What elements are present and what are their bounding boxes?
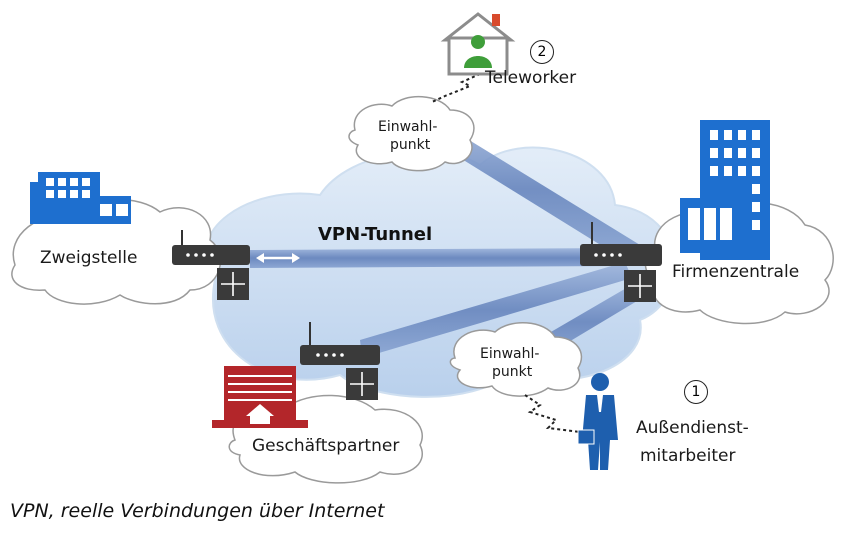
hq-label: Firmenzentrale: [672, 262, 800, 282]
router-icon-hq: [580, 222, 662, 302]
dialin-bottom-label-line1: Einwahl-: [480, 346, 540, 362]
tunnel-partner-hq: [360, 262, 632, 358]
dialin-top-label-line2: punkt: [390, 137, 431, 153]
figure-caption: VPN, reelle Verbindungen über Internet: [10, 500, 385, 522]
dialin-cloud-top: [348, 95, 475, 172]
field-staff-label-line1: Außendienst-: [636, 418, 749, 438]
partner-label: Geschäftspartner: [252, 436, 400, 456]
storefront-icon: [212, 366, 308, 428]
vpn-tunnel-label: VPN-Tunnel: [318, 224, 433, 245]
double-arrow-icon: [256, 253, 300, 263]
tunnel-branch-hq: [250, 248, 620, 268]
branch-label: Zweigstelle: [40, 248, 138, 268]
office-building-icon: [30, 172, 131, 224]
router-icon-partner: [300, 322, 380, 400]
dialin-top-label-line1: Einwahl-: [378, 119, 438, 135]
badge-teleworker: 2: [530, 40, 554, 64]
house-icon: [440, 12, 516, 76]
dialin-cloud-bottom: [449, 321, 583, 397]
office-tower-icon: [680, 120, 770, 260]
badge-field-staff: 1: [684, 380, 708, 404]
person-icon: [471, 35, 485, 49]
link-teleworker-dialin: [431, 71, 484, 103]
link-fieldstaff-dialin: [524, 394, 581, 433]
field-staff-label-line2: mitarbeiter: [640, 446, 736, 466]
businessman-icon: [577, 373, 618, 470]
dialin-bottom-label-line2: punkt: [492, 364, 533, 380]
router-icon-branch: [172, 230, 250, 300]
teleworker-label: Teleworker: [485, 68, 577, 88]
